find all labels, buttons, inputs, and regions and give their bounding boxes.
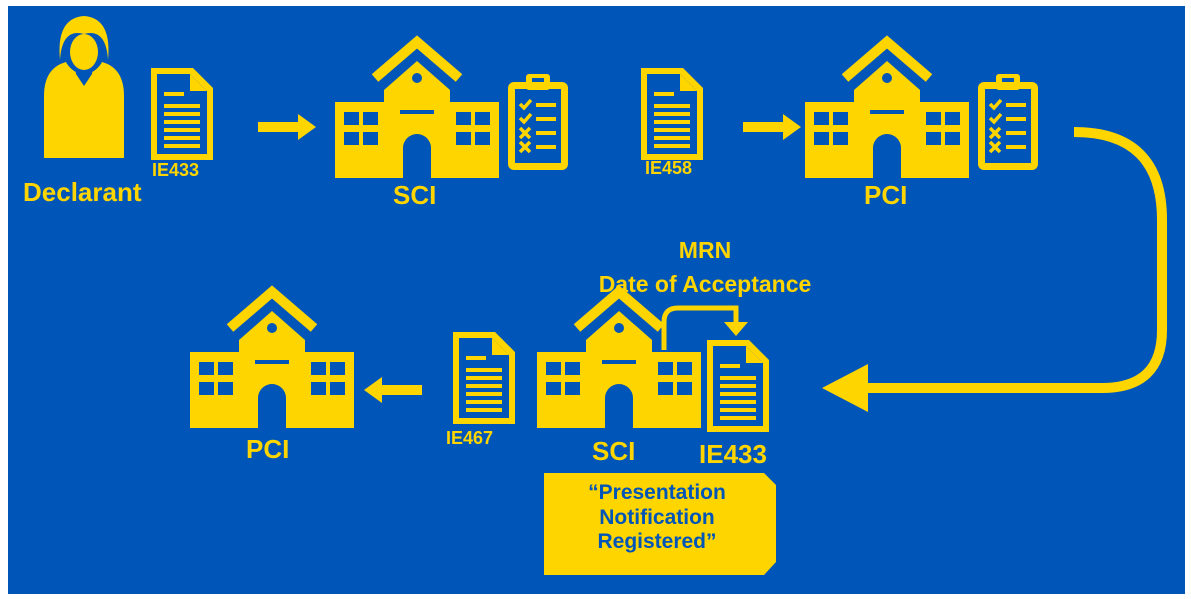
document-icon	[151, 68, 213, 160]
person-icon	[44, 16, 124, 158]
document-icon	[453, 332, 515, 424]
status-note-line: “Presentation	[588, 481, 726, 504]
arrow-down-icon	[724, 322, 748, 336]
declarant-label: Declarant	[23, 177, 142, 207]
status-note-line: Notification	[599, 505, 715, 529]
return-flow-arrow	[858, 127, 1167, 393]
clipboard-checklist-icon	[506, 72, 570, 172]
doc-ie467-label: IE467	[446, 428, 494, 448]
doc-ie458-label: IE458	[645, 158, 693, 178]
doc-ie433-label: IE433	[152, 160, 200, 180]
info-mrn-label: MRN	[678, 237, 732, 263]
doc-ie433-label: IE433	[699, 439, 767, 469]
arrow-left-icon	[822, 364, 868, 412]
document-icon	[707, 340, 769, 432]
status-note-line: Registered”	[597, 530, 717, 554]
arrow-left-icon	[364, 377, 422, 403]
clipboard-checklist-icon	[976, 72, 1040, 172]
curved-arrow-icon	[661, 305, 739, 350]
document-icon	[641, 68, 703, 160]
status-note-text: “Presentation Notification Registered”	[544, 481, 770, 555]
office-sci-label: SCI	[393, 180, 437, 210]
office-pci-label: PCI	[246, 434, 290, 464]
office-pci-label: PCI	[864, 180, 908, 210]
info-date-of-acceptance-label: Date of Acceptance	[598, 271, 812, 297]
status-note-box	[544, 473, 776, 575]
office-sci-label: SCI	[592, 436, 636, 466]
